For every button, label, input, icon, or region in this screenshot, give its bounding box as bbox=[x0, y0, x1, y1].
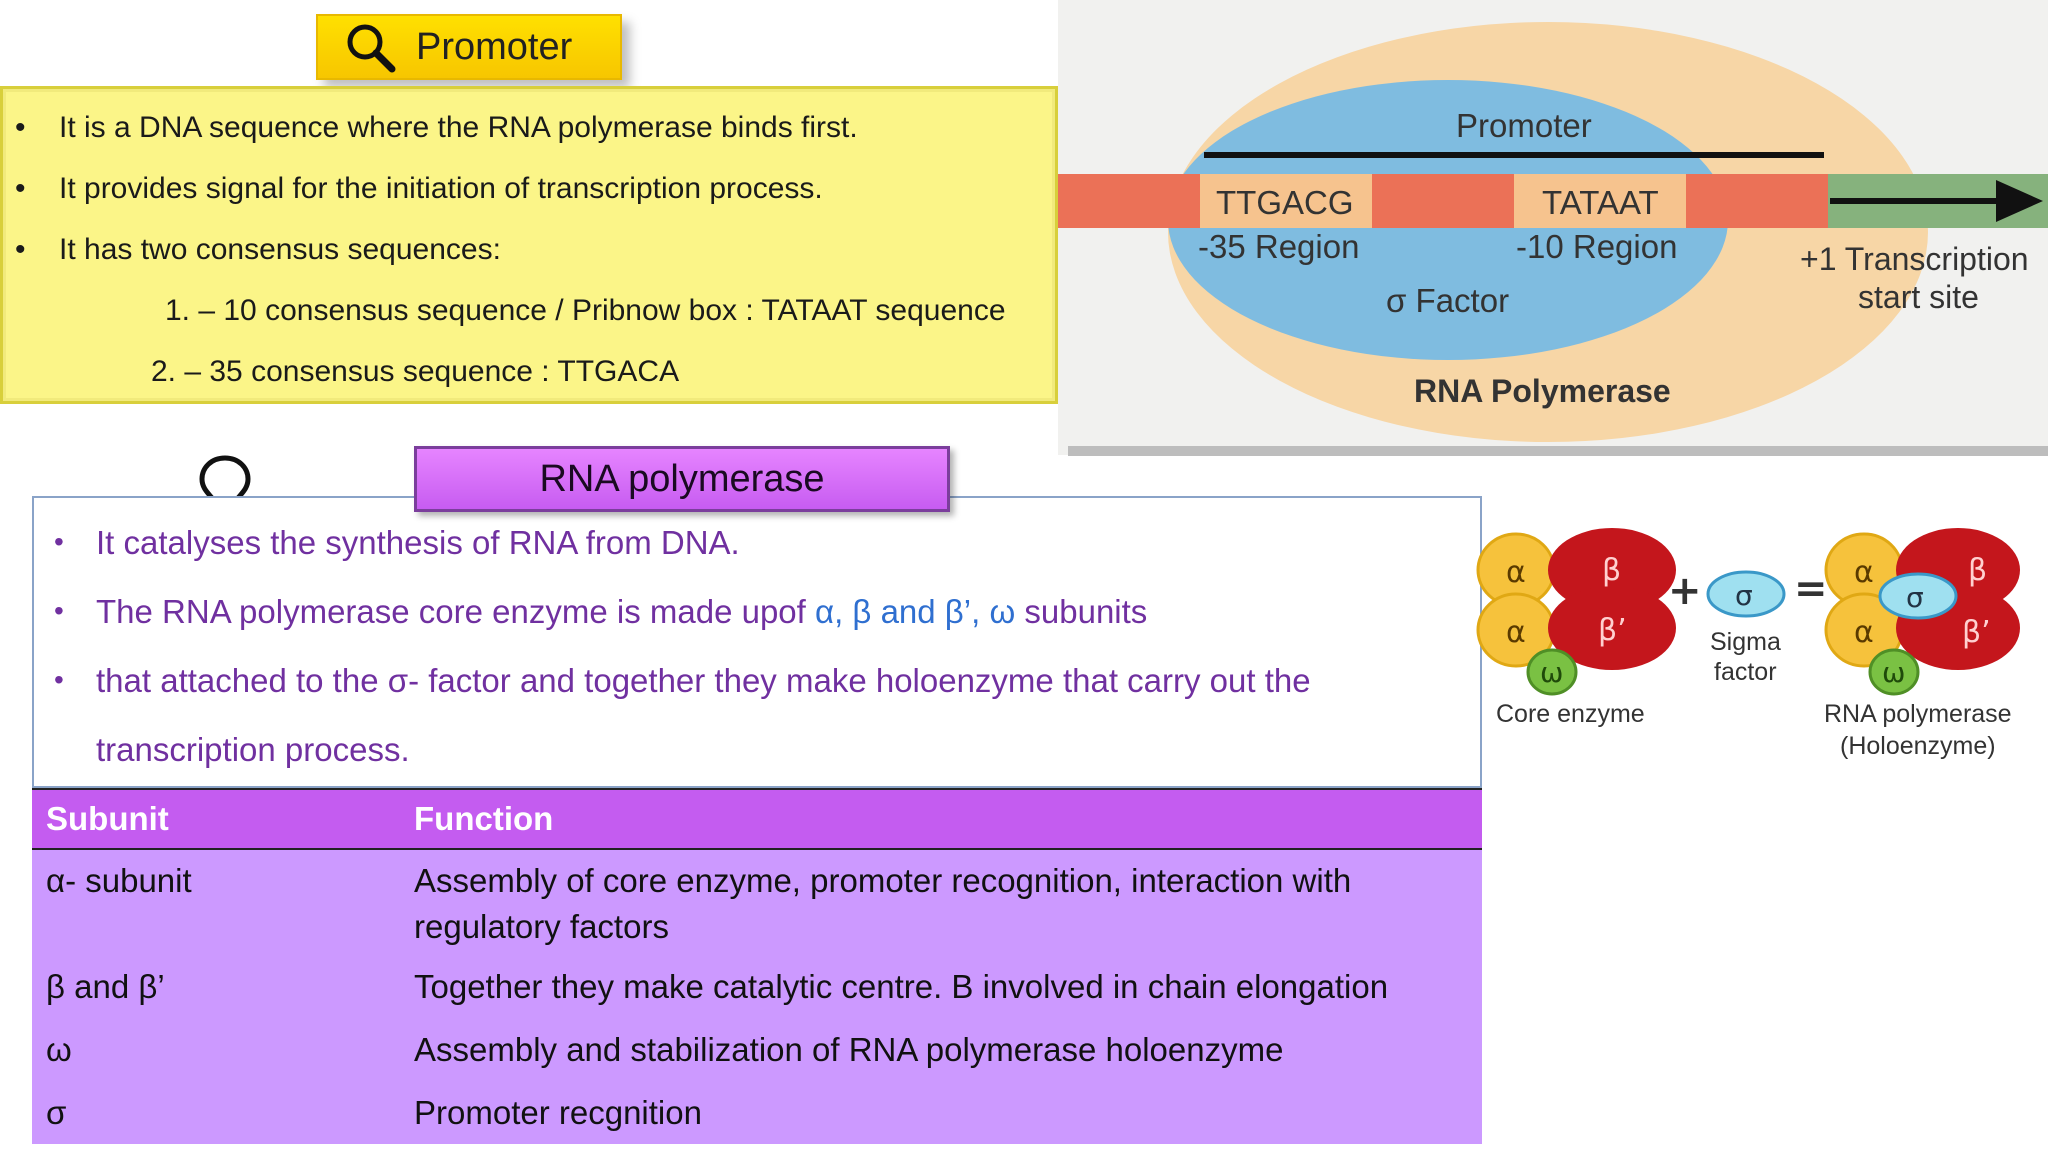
rnap-bullet-continued: transcription process. bbox=[96, 731, 410, 768]
function-cell: Assembly of core enzyme, promoter recogn… bbox=[414, 862, 1352, 899]
promoter-bullet: •It provides signal for the initiation o… bbox=[15, 172, 823, 205]
box-35 bbox=[1200, 174, 1372, 228]
promoter-title: Promoter bbox=[416, 25, 573, 68]
equals-sign: = bbox=[1794, 566, 1828, 612]
alpha-label: α bbox=[1854, 555, 1874, 590]
holoenzyme-shape bbox=[1824, 528, 2020, 696]
region-10-label: -10 Region bbox=[1516, 228, 1677, 265]
core-enzyme-shape bbox=[1476, 528, 1676, 696]
holoenzyme-label-line2: (Holoenzyme) bbox=[1840, 732, 1996, 760]
sigma-factor-oval bbox=[1706, 570, 1786, 618]
beta-prime-label: β’ bbox=[1962, 615, 1991, 650]
seq-35-label: TTGACG bbox=[1216, 184, 1354, 221]
magnifier-icon bbox=[347, 24, 396, 73]
sigma-factor-label-line2: factor bbox=[1714, 658, 1777, 686]
promoter-diagram-label: Promoter bbox=[1456, 107, 1592, 144]
omega-label: ω bbox=[1882, 656, 1905, 689]
function-cell: Together they make catalytic centre. B i… bbox=[414, 968, 1389, 1005]
subunit-cell: ω bbox=[46, 1031, 72, 1068]
tss-label-line1: +1 Transcription bbox=[1800, 241, 2029, 277]
tss-label-line2: start site bbox=[1858, 279, 1979, 315]
promoter-description-box: •It is a DNA sequence where the RNA poly… bbox=[0, 86, 1058, 404]
seq-10-label: TATAAT bbox=[1542, 184, 1659, 221]
beta-label: β bbox=[1968, 553, 1987, 588]
header-function: Function bbox=[414, 800, 554, 837]
promoter-bullet: •It is a DNA sequence where the RNA poly… bbox=[15, 111, 858, 144]
function-cell: Promoter recgnition bbox=[414, 1094, 702, 1131]
rnap-bullet: •that attached to the σ- factor and toge… bbox=[54, 662, 1311, 699]
alpha-label: α bbox=[1506, 615, 1526, 650]
promoter-title-tag: Promoter bbox=[316, 14, 622, 80]
consensus-item: 2. – 35 consensus sequence : TTGACA bbox=[151, 355, 680, 388]
box-10 bbox=[1514, 174, 1686, 228]
function-cell: regulatory factors bbox=[414, 908, 669, 945]
alpha-label: α bbox=[1506, 555, 1526, 590]
rna-polymerase-diagram-label: RNA Polymerase bbox=[1414, 373, 1671, 409]
function-cell: Assembly and stabilization of RNA polyme… bbox=[414, 1031, 1284, 1068]
sigma-label: σ bbox=[1906, 581, 1924, 614]
promoter-bullet: •It has two consensus sequences: bbox=[15, 233, 501, 266]
region-35-label: -35 Region bbox=[1198, 228, 1359, 265]
beta-prime-label: β’ bbox=[1598, 613, 1627, 648]
header-subunit: Subunit bbox=[46, 800, 169, 837]
table-header-row: Subunit Function bbox=[32, 788, 1482, 850]
sigma-factor-label-line1: Sigma bbox=[1710, 628, 1781, 656]
rnap-bullet: •It catalyses the synthesis of RNA from … bbox=[54, 524, 740, 561]
omega-label: ω bbox=[1540, 656, 1563, 689]
core-enzyme-label: Core enzyme bbox=[1496, 700, 1645, 728]
holoenzyme-label-line1: RNA polymerase bbox=[1824, 700, 2012, 728]
subunit-cell: α- subunit bbox=[46, 862, 192, 899]
rnap-bullet: •The RNA polymerase core enzyme is made … bbox=[54, 593, 1148, 630]
plus-sign: + bbox=[1668, 568, 1702, 614]
beta-label: β bbox=[1602, 553, 1621, 588]
arrow-head-icon bbox=[1996, 180, 2043, 222]
sigma-factor-label: σ Factor bbox=[1386, 282, 1509, 319]
subunit-function-table: Subunit Function α- subunit Assembly of … bbox=[32, 788, 1482, 1144]
promoter-diagram: Promoter TTGACG -35 Region TATAAT -10 Re… bbox=[1058, 0, 2048, 456]
subunit-cell: β and β’ bbox=[46, 968, 165, 1005]
subunit-cell: σ bbox=[46, 1094, 67, 1131]
holoenzyme-diagram: α α β β’ ω Core enzyme + σ Sigma factor … bbox=[1476, 528, 2020, 760]
consensus-item: 1. – 10 consensus sequence / Pribnow box… bbox=[165, 294, 1006, 327]
rna-polymerase-description-box: •It catalyses the synthesis of RNA from … bbox=[32, 496, 1482, 788]
sigma-label: σ bbox=[1735, 579, 1753, 612]
rna-polymerase-title: RNA polymerase bbox=[539, 457, 825, 500]
rna-polymerase-title-tag: RNA polymerase bbox=[414, 446, 950, 512]
alpha-label: α bbox=[1854, 615, 1874, 650]
